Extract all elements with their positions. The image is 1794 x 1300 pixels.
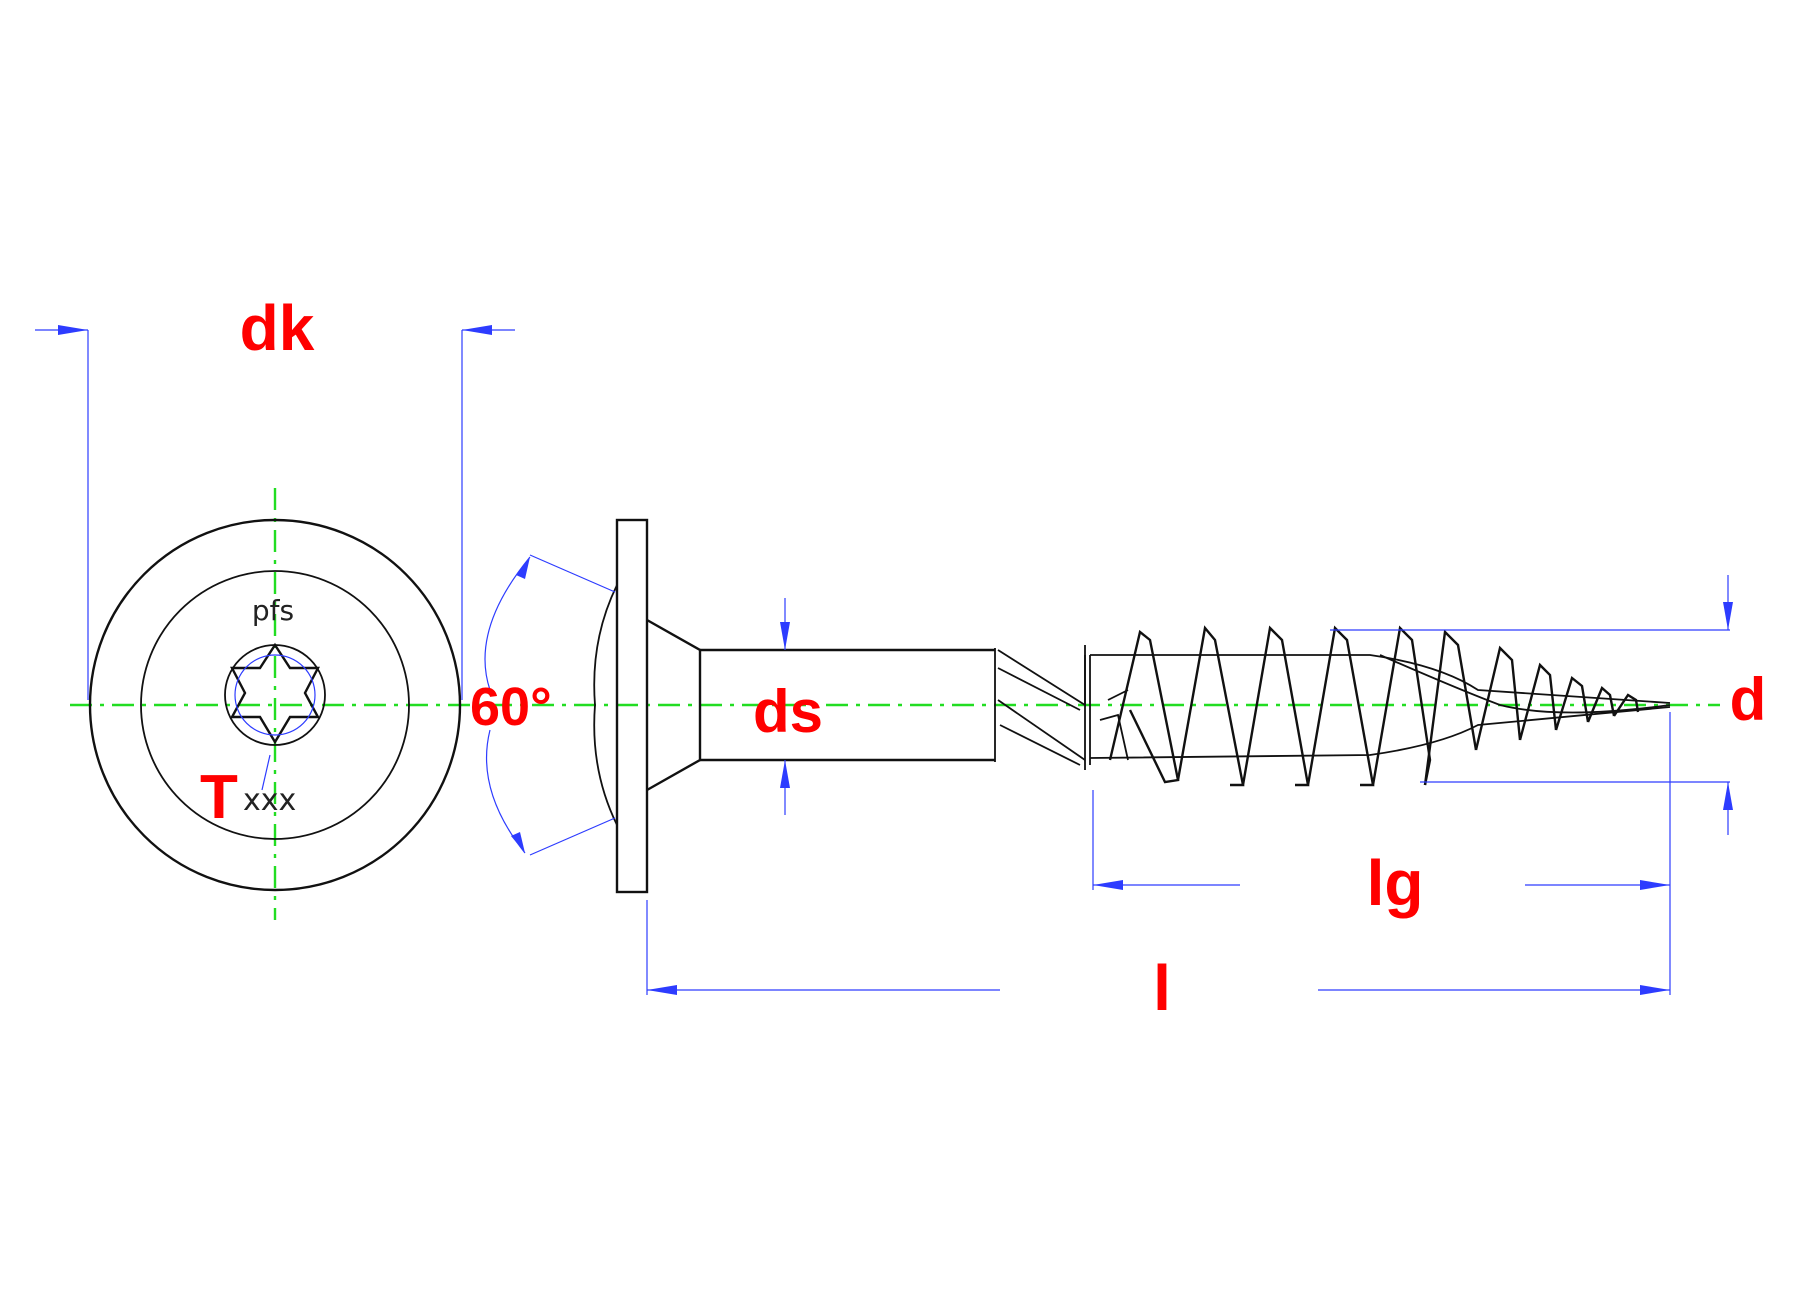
torx-inner-ring <box>234 654 316 736</box>
lg-arrow-left <box>1093 880 1123 890</box>
lg-label: lg <box>1367 847 1424 919</box>
thread-core-bottom <box>1089 706 1671 759</box>
d-label: d <box>1730 666 1767 733</box>
ds-dimension: ds <box>753 598 823 815</box>
l-dimension: l <box>646 900 1670 1024</box>
head-outer-circle <box>88 518 462 892</box>
centerlines <box>70 488 1720 920</box>
drive-type-label: T <box>200 763 238 832</box>
angle-label: 60° <box>470 677 552 737</box>
angle-extension-bottom <box>529 817 616 856</box>
ds-arrow-top <box>780 622 790 650</box>
ds-arrow-bottom <box>780 760 790 788</box>
l-arrow-right <box>1640 985 1670 995</box>
d-dimension: d <box>1330 575 1766 835</box>
dk-dimension: dk <box>35 292 515 700</box>
head-dome <box>593 584 618 826</box>
angle-arrow-top <box>516 557 530 579</box>
screw-side-view <box>593 518 1671 894</box>
countersink-cone <box>646 618 702 792</box>
drive-size-label: xxx <box>243 783 296 818</box>
ds-label: ds <box>753 678 823 745</box>
thread-flanks <box>1099 625 1671 787</box>
dk-arrow-right <box>462 325 492 335</box>
washer-flange <box>615 518 649 894</box>
angle-arrow-bottom <box>511 832 525 853</box>
d-arrow-bottom <box>1723 782 1733 810</box>
l-label: l <box>1153 952 1171 1024</box>
dk-label: dk <box>240 292 315 364</box>
angle-extension-top <box>529 554 616 593</box>
milling-section <box>994 645 1091 770</box>
dk-arrow-left <box>58 325 88 335</box>
lg-arrow-right <box>1640 880 1670 890</box>
drive-mark-label: pfs <box>252 594 294 627</box>
drive-size-leader <box>261 754 271 791</box>
head-inner-circle <box>140 570 410 840</box>
lg-dimension: lg <box>1092 712 1671 995</box>
d-arrow-top <box>1723 602 1733 630</box>
l-arrow-left <box>647 985 677 995</box>
angle-dimension: 60° <box>470 554 616 856</box>
head-top-view: pfs T xxx <box>88 518 462 892</box>
torx-outer-ring <box>224 644 326 746</box>
thread-core-top <box>1090 654 1671 704</box>
